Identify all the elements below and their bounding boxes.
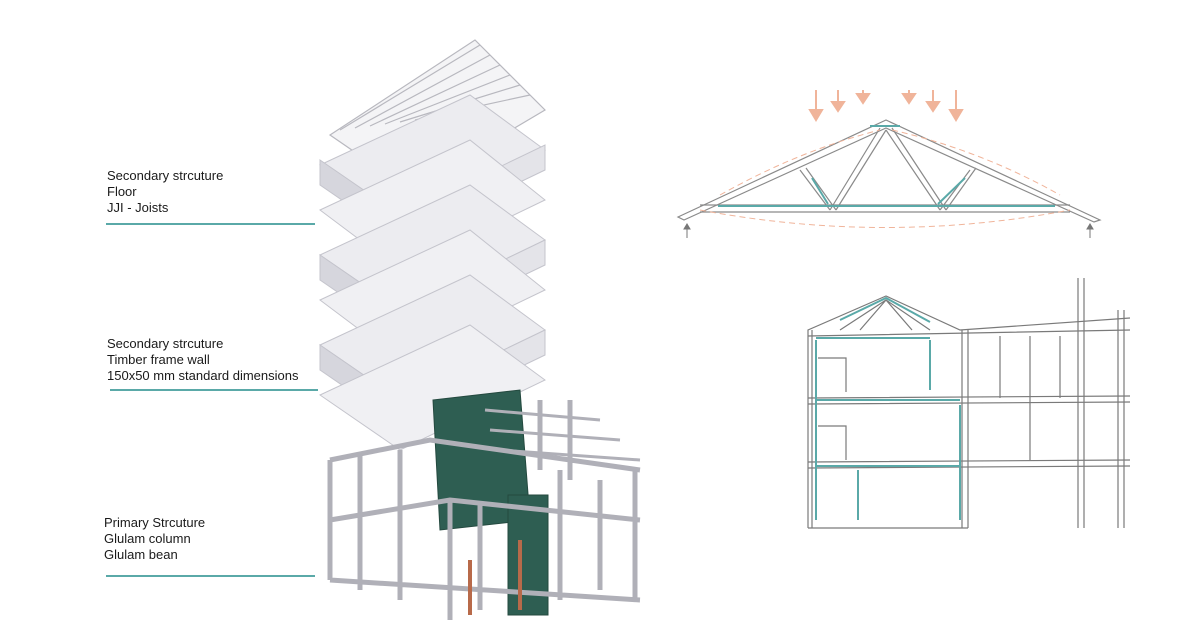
load-arrows	[808, 90, 964, 122]
label-primary-line-2: Glulam column	[104, 531, 191, 546]
label-floor-rule	[106, 223, 315, 225]
label-primary-line-3: Glulam bean	[104, 547, 178, 562]
primary-structure	[327, 389, 641, 620]
label-primary: Primary Strcuture Glulam column Glulam b…	[104, 515, 205, 563]
label-wall-line-2: Timber frame wall	[107, 352, 210, 367]
label-wall-line-3: 150x50 mm standard dimensions	[107, 368, 299, 383]
floor-slabs	[318, 94, 546, 451]
section-drawing	[807, 278, 1131, 529]
label-floor-line-1: Secondary strcuture	[107, 168, 224, 183]
label-floor: Secondary strcuture Floor JJI - Joists	[107, 168, 223, 216]
roof-truss-diagram	[676, 90, 1102, 238]
label-floor-line-2: Floor	[107, 184, 137, 199]
label-wall: Secondary strcuture Timber frame wall 15…	[107, 336, 299, 384]
label-primary-line-1: Primary Strcuture	[104, 515, 206, 530]
label-wall-line-1: Secondary strcuture	[107, 336, 224, 351]
label-primary-rule	[106, 575, 315, 577]
label-floor-line-3: JJI - Joists	[107, 200, 169, 215]
label-wall-rule	[110, 389, 318, 391]
